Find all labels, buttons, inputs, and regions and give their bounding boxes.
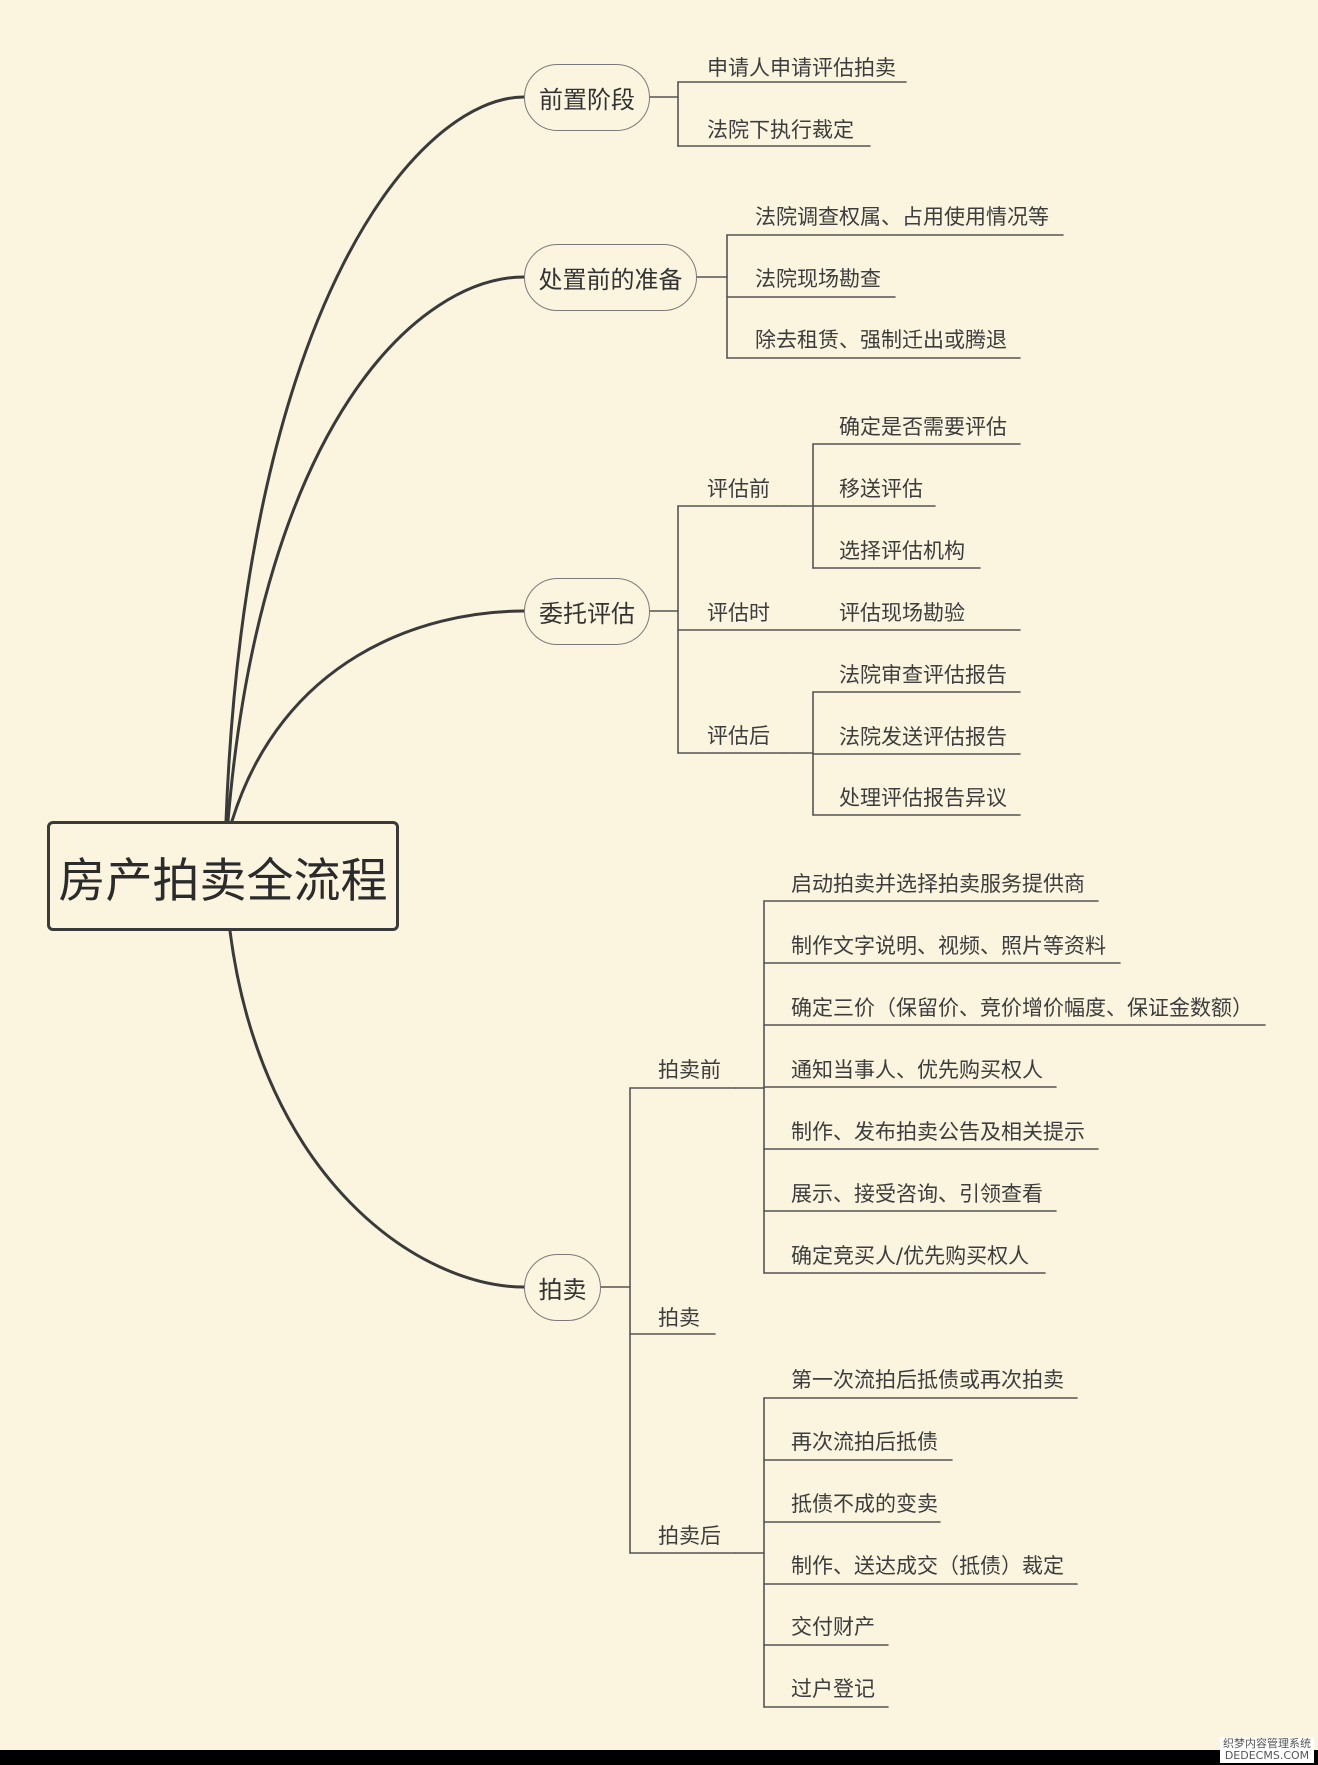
- watermark-line2: DEDECMS.COM: [1224, 1749, 1310, 1762]
- item-remove-lease[interactable]: 除去租赁、强制迁出或腾退: [755, 328, 1007, 352]
- item-publish-notice[interactable]: 制作、发布拍卖公告及相关提示: [791, 1120, 1085, 1144]
- item-send-report[interactable]: 法院发送评估报告: [839, 725, 1007, 749]
- branch-node-auction[interactable]: 拍卖: [524, 1254, 601, 1321]
- item-review-report[interactable]: 法院审查评估报告: [839, 663, 1007, 687]
- item-confirm-bidders[interactable]: 确定竞买人/优先购买权人: [791, 1244, 1030, 1268]
- sub-auction[interactable]: 拍卖: [658, 1306, 700, 1330]
- item-transfer-appraisal[interactable]: 移送评估: [839, 477, 923, 501]
- watermark: 织梦内容管理系统 DEDECMS.COM: [1220, 1737, 1314, 1763]
- root-connector-b1: [224, 95, 526, 823]
- item-second-failed-auction[interactable]: 再次流拍后抵债: [791, 1430, 938, 1454]
- item-transfer-registration[interactable]: 过户登记: [791, 1677, 875, 1701]
- item-decide-appraisal[interactable]: 确定是否需要评估: [839, 415, 1007, 439]
- item-three-prices[interactable]: 确定三价（保留价、竞价增价幅度、保证金数额）: [791, 996, 1253, 1020]
- item-display-viewing[interactable]: 展示、接受咨询、引领查看: [791, 1182, 1043, 1206]
- item-notify-parties[interactable]: 通知当事人、优先购买权人: [791, 1058, 1043, 1082]
- watermark-line1: 织梦内容管理系统: [1223, 1737, 1311, 1750]
- root-node[interactable]: 房产拍卖全流程: [47, 821, 399, 931]
- branch-node-preparation[interactable]: 处置前的准备: [524, 244, 697, 311]
- sub-before-auction[interactable]: 拍卖前: [658, 1058, 721, 1082]
- item-site-survey[interactable]: 法院现场勘查: [755, 267, 881, 291]
- item-deliver-property[interactable]: 交付财产: [791, 1615, 875, 1639]
- item-start-auction[interactable]: 启动拍卖并选择拍卖服务提供商: [791, 872, 1085, 896]
- item-onsite-inspection[interactable]: 评估现场勘验: [839, 601, 965, 625]
- sub-during-appraisal[interactable]: 评估时: [707, 601, 770, 625]
- item-court-investigation[interactable]: 法院调查权属、占用使用情况等: [755, 205, 1049, 229]
- root-connector-b3: [230, 609, 526, 823]
- item-sale-after-failure[interactable]: 抵债不成的变卖: [791, 1492, 938, 1516]
- sub-before-appraisal[interactable]: 评估前: [707, 477, 770, 501]
- item-applicant-request[interactable]: 申请人申请评估拍卖: [707, 56, 896, 80]
- item-select-agency[interactable]: 选择评估机构: [839, 539, 965, 563]
- root-connector-b2: [226, 275, 526, 823]
- item-court-ruling[interactable]: 法院下执行裁定: [707, 118, 854, 142]
- item-deliver-ruling[interactable]: 制作、送达成交（抵债）裁定: [791, 1554, 1064, 1578]
- branch-node-pre-stage[interactable]: 前置阶段: [524, 64, 650, 131]
- root-connector-b4: [228, 929, 526, 1289]
- item-first-failed-auction[interactable]: 第一次流拍后抵债或再次拍卖: [791, 1368, 1064, 1392]
- item-prepare-materials[interactable]: 制作文字说明、视频、照片等资料: [791, 934, 1106, 958]
- branch-node-appraisal[interactable]: 委托评估: [524, 578, 650, 645]
- sub-after-auction[interactable]: 拍卖后: [658, 1524, 721, 1548]
- item-report-objection[interactable]: 处理评估报告异议: [839, 786, 1007, 810]
- sub-after-appraisal[interactable]: 评估后: [707, 724, 770, 748]
